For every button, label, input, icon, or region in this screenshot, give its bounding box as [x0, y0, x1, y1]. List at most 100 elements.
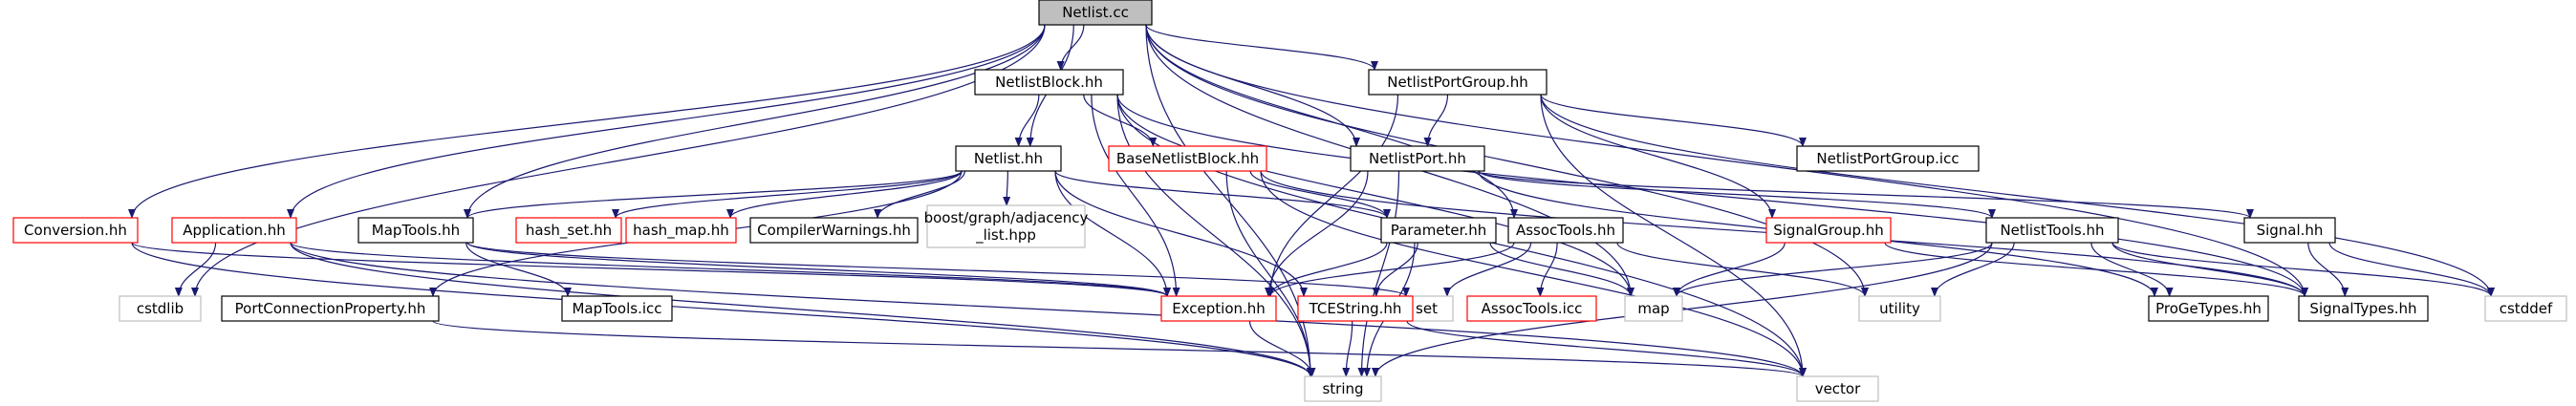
edge-portconnectionproperty_hh-to-vector — [432, 320, 1807, 377]
node-label: Parameter.hh — [1391, 222, 1486, 239]
edge-maptools_hh-to-exception_hh — [466, 242, 1171, 297]
edge-netlist_cc-to-maptools_hh — [464, 24, 1046, 219]
node-netlistblock_hh[interactable]: NetlistBlock.hh — [974, 69, 1124, 96]
edge-exception_hh-to-string — [1248, 320, 1316, 377]
node-box — [1796, 145, 1980, 172]
node-signaltypes_hh[interactable]: SignalTypes.hh — [2298, 295, 2429, 322]
edge-netlisttools_hh-to-cstddef — [2111, 242, 2495, 297]
node-label: utility — [1879, 300, 1920, 317]
edge-netlisttools_hh-to-map — [1673, 242, 1993, 297]
node-netlistport_hh[interactable]: NetlistPort.hh — [1350, 145, 1485, 172]
node-label: cstddef — [2500, 300, 2553, 317]
node-hash_set_hh[interactable]: hash_set.hh — [515, 217, 622, 244]
edge-netlist_hh-to-hash_set_hh — [612, 170, 963, 219]
edge-assoctools_hh-to-exception_hh — [1266, 242, 1515, 297]
node-label: NetlistBlock.hh — [995, 74, 1103, 91]
node-signalgroup_hh[interactable]: SignalGroup.hh — [1765, 217, 1892, 244]
node-portconnectionproperty_hh[interactable]: PortConnectionProperty.hh — [221, 295, 440, 322]
node-exception_hh[interactable]: Exception.hh — [1160, 295, 1277, 322]
node-box — [1985, 217, 2119, 244]
node-label: hash_map.hh — [633, 222, 729, 240]
node-label: cstdlib — [137, 300, 184, 317]
node-conversion_hh[interactable]: Conversion.hh — [12, 217, 139, 244]
node-box — [1304, 375, 1382, 402]
edge-tcestring_hh-to-vector — [1406, 320, 1807, 377]
edge-netlist_hh-to-hash_map_hh — [726, 170, 963, 219]
edge-maptools_hh-to-maptools_icc — [465, 242, 572, 297]
node-netlist_hh[interactable]: Netlist.hh — [955, 145, 1062, 172]
node-progetypes_hh[interactable]: ProGeTypes.hh — [2148, 295, 2269, 322]
edge-netlistportgroup_hh-to-signalgroup_hh — [1540, 94, 1776, 219]
node-map: map — [1624, 295, 1683, 322]
edge-netlist_cc-to-signaltypes_hh — [1145, 24, 2308, 297]
node-box — [1624, 295, 1683, 322]
node-box — [1507, 217, 1624, 244]
node-netlisttools_hh[interactable]: NetlistTools.hh — [1985, 217, 2119, 244]
node-box — [625, 217, 737, 244]
node-box — [1108, 145, 1267, 172]
node-label: hash_set.hh — [526, 222, 612, 240]
node-label: NetlistPort.hh — [1369, 150, 1466, 167]
edge-netlistblock_hh-to-basenetlistblock_hh — [1083, 94, 1158, 147]
edge-parameter_hh-to-tcestring_hh — [1372, 242, 1418, 297]
node-label: TCEString.hh — [1309, 300, 1402, 317]
node-assoctools_icc[interactable]: AssocTools.icc — [1466, 295, 1597, 322]
node-netlistportgroup_icc[interactable]: NetlistPortGroup.icc — [1796, 145, 1980, 172]
node-box — [1368, 69, 1548, 96]
node-netlistportgroup_hh[interactable]: NetlistPortGroup.hh — [1368, 69, 1548, 96]
node-maptools_icc[interactable]: MapTools.icc — [561, 295, 673, 322]
edge-netlistportgroup_hh-to-cstddef — [1540, 94, 2495, 297]
edge-netlistport_hh-to-netlisttools_hh — [1478, 170, 1996, 219]
node-label: CompilerWarnings.hh — [757, 222, 911, 239]
edge-netlist_hh-to-parameter_hh — [1054, 170, 1391, 219]
edge-conversion_hh-to-exception_hh — [131, 242, 1171, 297]
edge-netlist_hh-to-maptools_hh — [464, 170, 963, 219]
node-box — [2148, 295, 2269, 322]
node-box — [2243, 217, 2336, 244]
node-box — [1765, 217, 1892, 244]
node-box — [1796, 375, 1879, 402]
node-cstddef: cstddef — [2484, 295, 2567, 322]
edge-netlist_hh-to-compilerwarnings_hh — [874, 170, 965, 219]
dependency-edges — [128, 24, 2495, 377]
edge-netlistport_hh-to-signal_hh — [1478, 170, 2254, 219]
node-box — [1380, 217, 1497, 244]
node-tcestring_hh[interactable]: TCEString.hh — [1297, 295, 1414, 322]
node-label: set — [1416, 300, 1438, 317]
node-box — [1038, 0, 1153, 26]
edge-basenetlistblock_hh-to-string — [1225, 170, 1314, 377]
node-maptools_hh[interactable]: MapTools.hh — [357, 217, 474, 244]
node-parameter_hh[interactable]: Parameter.hh — [1380, 217, 1497, 244]
node-box — [12, 217, 139, 244]
node-netlist_cc[interactable]: Netlist.cc — [1038, 0, 1153, 26]
node-label: BaseNetlistBlock.hh — [1116, 150, 1259, 167]
node-box — [515, 217, 622, 244]
node-label: MapTools.hh — [372, 222, 460, 239]
node-compilerwarnings_hh[interactable]: CompilerWarnings.hh — [749, 217, 919, 244]
node-label-line2: _list.hpp — [975, 226, 1036, 245]
node-basenetlistblock_hh[interactable]: BaseNetlistBlock.hh — [1108, 145, 1267, 172]
node-assoctools_hh[interactable]: AssocTools.hh — [1507, 217, 1624, 244]
edge-application_hh-to-cstdlib — [174, 242, 217, 297]
node-application_hh[interactable]: Application.hh — [171, 217, 297, 244]
node-boost_graph: boost/graph/adjacency_list.hpp — [924, 204, 1089, 248]
node-label: NetlistTools.hh — [2000, 222, 2104, 239]
node-label: vector — [1815, 380, 1861, 397]
edge-netlistport_hh-to-exception_hh — [1265, 170, 1369, 297]
edge-basenetlistblock_hh-to-parameter_hh — [1249, 170, 1391, 219]
edge-netlist_cc-to-utility — [1145, 24, 1869, 297]
node-signal_hh[interactable]: Signal.hh — [2243, 217, 2336, 244]
node-box — [955, 145, 1062, 172]
node-hash_map_hh[interactable]: hash_map.hh — [625, 217, 737, 244]
node-label: NetlistPortGroup.icc — [1816, 150, 1959, 167]
edge-netlisttools_hh-to-string — [1372, 242, 1993, 377]
edge-netlist_cc-to-cstdlib — [191, 24, 1046, 297]
node-box — [357, 217, 474, 244]
node-utility: utility — [1858, 295, 1941, 322]
edge-netlist_cc-to-netlistportgroup_hh — [1145, 24, 1378, 71]
node-label: AssocTools.icc — [1482, 300, 1583, 317]
edge-netlistblock_hh-to-exception_hh — [1091, 94, 1180, 297]
node-label: Exception.hh — [1172, 300, 1266, 317]
